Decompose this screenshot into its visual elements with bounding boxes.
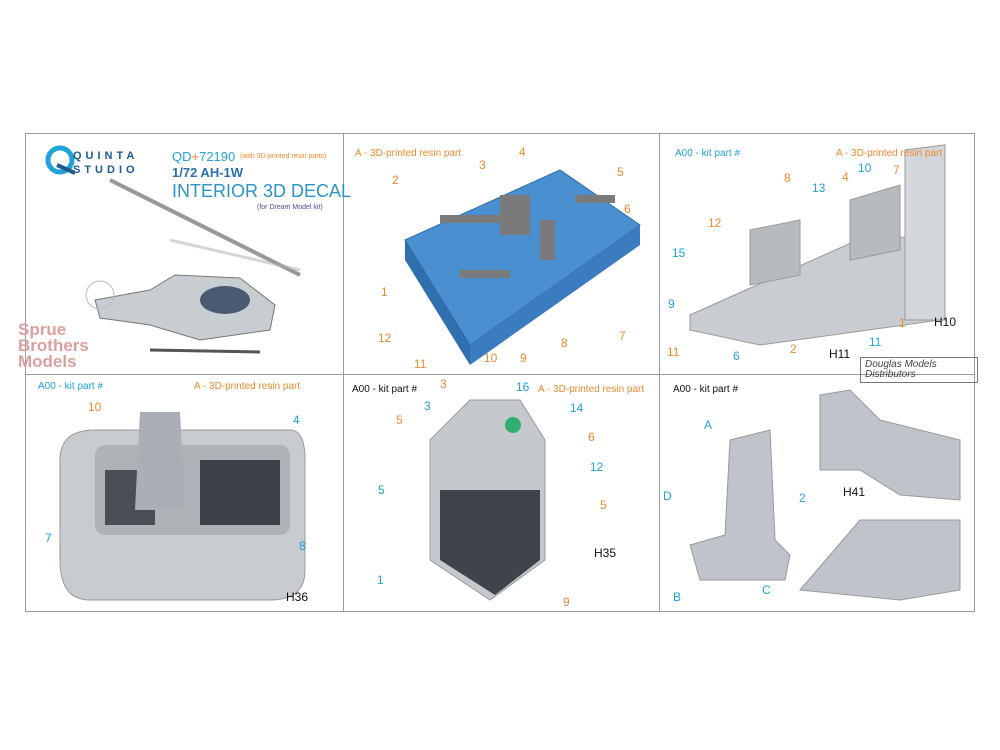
callout: 4 bbox=[519, 145, 526, 159]
logo-line1: QUINTA bbox=[73, 150, 139, 162]
callout: B bbox=[673, 590, 682, 604]
divider bbox=[26, 374, 974, 375]
callout: D bbox=[663, 489, 672, 503]
code-plus: + bbox=[191, 149, 200, 164]
legend-kit: A00 - kit part # bbox=[673, 384, 739, 395]
callout: 9 bbox=[668, 297, 675, 311]
callout: 10 bbox=[858, 161, 872, 175]
callout: A bbox=[704, 418, 713, 432]
callout: H10 bbox=[934, 315, 957, 329]
callout: 15 bbox=[672, 246, 686, 260]
callout: 5 bbox=[600, 498, 607, 512]
seat-and-fuselage-illustration bbox=[689, 389, 961, 601]
callout: 12 bbox=[378, 331, 392, 345]
callout: 4 bbox=[293, 413, 300, 427]
divider bbox=[343, 134, 344, 611]
callout: H41 bbox=[843, 485, 866, 499]
callout: 10 bbox=[484, 351, 498, 365]
callout: 11 bbox=[414, 357, 427, 371]
callout: 7 bbox=[619, 329, 626, 343]
callout: 10 bbox=[88, 400, 102, 414]
cockpit-tub-illustration bbox=[689, 144, 946, 346]
callout: H11 bbox=[829, 347, 851, 361]
callout: 6 bbox=[588, 430, 595, 444]
callout: C bbox=[762, 583, 771, 597]
callout: 8 bbox=[299, 539, 306, 553]
kit-note: (for Dream Model kit) bbox=[257, 204, 323, 211]
callout: 3 bbox=[424, 399, 431, 413]
callout: 5 bbox=[617, 165, 624, 179]
resin-note: (with 3D-printed resin parts) bbox=[240, 153, 327, 160]
callout: 16 bbox=[516, 380, 530, 394]
callout: H36 bbox=[286, 590, 309, 604]
cockpit-seat-illustration bbox=[429, 399, 546, 601]
callout: 9 bbox=[520, 351, 527, 365]
legend-resin: A - 3D-printed resin part bbox=[538, 384, 645, 395]
callout: 11 bbox=[667, 345, 680, 359]
instrument-panel-illustration bbox=[59, 412, 306, 601]
callout: 11 bbox=[869, 335, 882, 349]
product-title: INTERIOR 3D DECAL bbox=[172, 181, 352, 201]
code-number: 72190 bbox=[199, 149, 236, 164]
sprue-brothers-watermark: Sprue Brothers Models bbox=[18, 320, 89, 371]
callout: 7 bbox=[45, 531, 52, 545]
instruction-sheet bbox=[25, 133, 975, 612]
callout: 1 bbox=[899, 316, 906, 330]
callout: 6 bbox=[733, 349, 740, 363]
callout: 2 bbox=[790, 342, 797, 356]
legend-kit: A00 - kit part # bbox=[352, 384, 418, 395]
callout: 2 bbox=[392, 173, 399, 187]
resin-part-illustration bbox=[404, 169, 641, 365]
model-name: 1/72 AH-1W bbox=[172, 165, 244, 180]
callout: H35 bbox=[594, 546, 617, 560]
callout: 8 bbox=[561, 336, 568, 350]
callout: 6 bbox=[624, 202, 631, 216]
callout: 3 bbox=[479, 158, 486, 172]
callout: 3 bbox=[440, 377, 447, 391]
legend-resin: A - 3D-printed resin part bbox=[355, 148, 462, 159]
callout: 12 bbox=[590, 460, 604, 474]
legend-resin: A - 3D-printed resin part bbox=[194, 381, 301, 392]
logo-line2: STUDIO bbox=[73, 164, 139, 176]
legend-kit: A00 - kit part # bbox=[675, 148, 741, 159]
callout: 5 bbox=[378, 483, 385, 497]
callout: 4 bbox=[842, 170, 849, 184]
callout: 8 bbox=[784, 171, 791, 185]
callout: 5 bbox=[396, 413, 403, 427]
product-code: QD+72190 bbox=[172, 150, 235, 164]
divider bbox=[659, 134, 660, 611]
legend-resin: A - 3D-printed resin part bbox=[836, 148, 943, 159]
helicopter-illustration bbox=[85, 178, 301, 354]
callout: 9 bbox=[563, 595, 570, 609]
callout: 13 bbox=[812, 181, 826, 195]
callout: 1 bbox=[377, 573, 384, 587]
callout: 2 bbox=[799, 491, 806, 505]
legend-kit: A00 - kit part # bbox=[38, 381, 104, 392]
code-prefix: QD bbox=[172, 149, 192, 164]
callout: 12 bbox=[708, 216, 722, 230]
callout: 7 bbox=[893, 163, 900, 177]
callout: 14 bbox=[570, 401, 584, 415]
callout: 1 bbox=[381, 285, 388, 299]
quinta-studio-logo bbox=[45, 145, 76, 180]
douglas-watermark: Douglas Models Distributors bbox=[860, 357, 978, 383]
